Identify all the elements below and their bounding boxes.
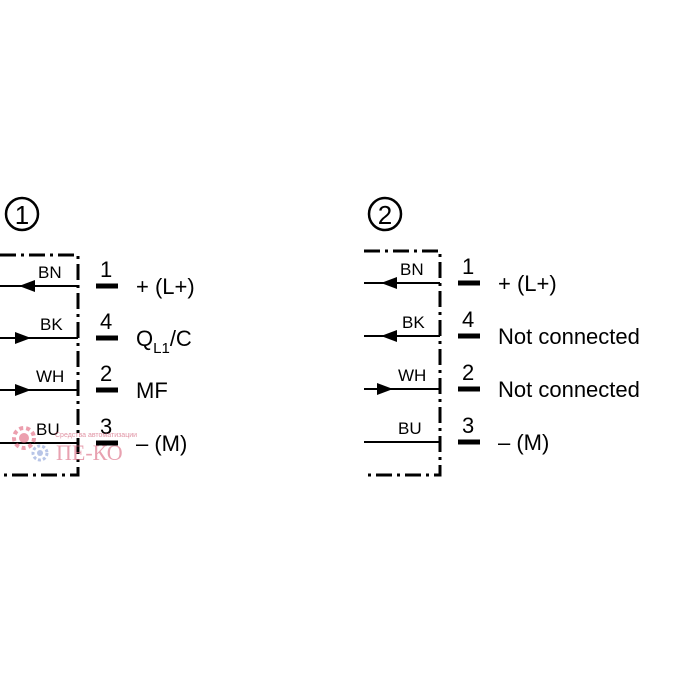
arrow-left-icon bbox=[19, 280, 35, 292]
diagram-1-wire-bu: BU 3 – (M) bbox=[0, 414, 187, 456]
wire-color-label: WH bbox=[36, 367, 64, 386]
gear-icon bbox=[12, 426, 49, 462]
wire-color-label: BU bbox=[398, 419, 422, 438]
pin-function-label: QL1/C bbox=[136, 326, 192, 357]
wire-color-label: BK bbox=[40, 315, 63, 334]
arrow-right-icon bbox=[15, 384, 31, 396]
pin-number: 2 bbox=[100, 361, 112, 386]
pin-number: 3 bbox=[462, 413, 474, 438]
wire-color-label: BN bbox=[38, 263, 62, 282]
wire-color-label: BU bbox=[36, 420, 60, 439]
watermark-tagline: Средства автоматизации bbox=[55, 432, 137, 439]
diagram-1-wire-bn: BN 1 + (L+) bbox=[0, 257, 195, 299]
pin-function-label: + (L+) bbox=[136, 274, 195, 299]
diagram-1-number: 1 bbox=[15, 200, 29, 230]
pin-number: 4 bbox=[462, 307, 474, 332]
diagram-1: 1 BN 1 + (L+) BK 4 QL1/C WH bbox=[0, 196, 195, 477]
wire-color-label: BK bbox=[402, 313, 425, 332]
watermark-brand: ПЕ-КО bbox=[56, 440, 123, 465]
pin-function-label: – (M) bbox=[498, 430, 549, 455]
watermark: Средства автоматизации ПЕ-КО bbox=[12, 426, 137, 465]
diagram-2: 2 BN 1 + (L+) BK 4 Not connected WH bbox=[364, 196, 640, 477]
diagram-1-wire-wh: WH 2 MF bbox=[0, 361, 168, 403]
diagram-2-wire-bk: BK 4 Not connected bbox=[364, 307, 640, 349]
arrow-left-icon bbox=[381, 277, 397, 289]
pin-function-label: Not connected bbox=[498, 324, 640, 349]
pin-number: 4 bbox=[100, 309, 112, 334]
diagram-2-wire-bu: BU 3 – (M) bbox=[364, 413, 549, 455]
diagram-1-number-badge: 1 bbox=[4, 196, 40, 232]
pin-function-label: MF bbox=[136, 378, 168, 403]
pin-function-label: Not connected bbox=[498, 377, 640, 402]
diagram-1-connector-box bbox=[0, 253, 80, 477]
diagram-2-number-badge: 2 bbox=[367, 196, 403, 232]
diagram-1-wire-bk: BK 4 QL1/C bbox=[0, 309, 192, 357]
pin-function-label: + (L+) bbox=[498, 271, 557, 296]
pin-number: 1 bbox=[100, 257, 112, 282]
diagram-2-wire-wh: WH 2 Not connected bbox=[364, 360, 640, 402]
pin-function-label: – (M) bbox=[136, 431, 187, 456]
arrow-right-icon bbox=[377, 383, 393, 395]
pin-number: 1 bbox=[462, 254, 474, 279]
wire-color-label: WH bbox=[398, 366, 426, 385]
pin-number: 2 bbox=[462, 360, 474, 385]
diagram-2-wire-bn: BN 1 + (L+) bbox=[364, 254, 557, 296]
pin-number: 3 bbox=[100, 414, 112, 439]
arrow-right-icon bbox=[15, 332, 31, 344]
wire-color-label: BN bbox=[400, 260, 424, 279]
diagram-2-number: 2 bbox=[378, 200, 392, 230]
diagram-2-connector-box bbox=[364, 249, 442, 477]
arrow-left-icon bbox=[381, 330, 397, 342]
